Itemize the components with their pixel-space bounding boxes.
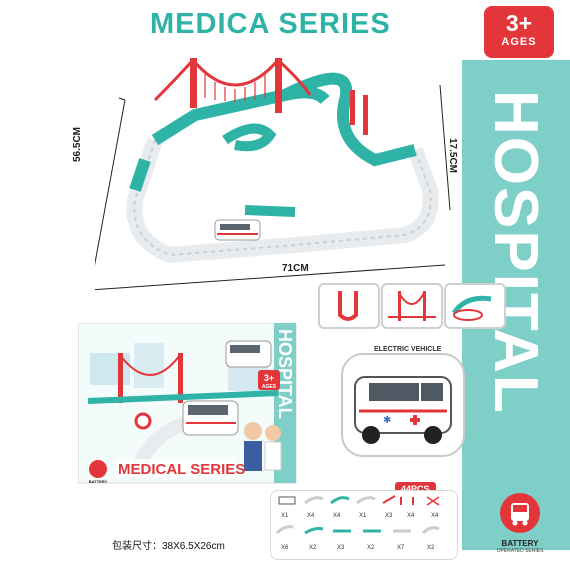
part-qty: X4 <box>407 513 415 519</box>
part-qty: X2 <box>367 545 375 551</box>
spiral-track-icon <box>451 295 492 321</box>
parts-icons <box>275 495 440 535</box>
box-battery-label: BATTERY <box>89 479 108 484</box>
part-qty: X7 <box>397 545 405 551</box>
part-qty: X6 <box>281 545 289 551</box>
side-banner-text-graphic: HOSPITAL <box>481 90 550 415</box>
part-qty: X1 <box>281 513 289 519</box>
thumbnail-bridge <box>381 283 443 329</box>
part-qty: X3 <box>385 513 393 519</box>
thumbnail-spiral-track <box>444 283 506 329</box>
box-series-title: MEDICAL SERIES <box>118 461 245 478</box>
bus-icon <box>500 493 540 533</box>
part-qty: X3 <box>337 545 345 551</box>
product-title: MEDICA SERIES <box>150 8 391 40</box>
part-qty: X4 <box>333 513 341 519</box>
track-layout-illustration <box>95 58 451 291</box>
part-qty: X4 <box>431 513 439 519</box>
ramp-icon <box>338 291 358 321</box>
dimension-depth: 56.5CM <box>72 126 83 162</box>
battery-operated-badge: BATTERY OPERATED SERIES <box>491 493 549 563</box>
age-value: 3+ <box>505 10 533 36</box>
age-label: AGES <box>501 36 537 48</box>
electric-vehicle-panel: ✱ <box>341 353 465 457</box>
part-qty: X2 <box>427 545 435 551</box>
electric-vehicle-label: ELECTRIC VEHICLE <box>371 346 445 353</box>
ambulance-image: ✱ <box>354 376 452 444</box>
age-badge: 3+ AGES <box>484 6 554 58</box>
box-age-value: 3+ <box>264 373 274 383</box>
thumbnail-ramp <box>318 283 380 329</box>
dimension-width: 71CM <box>282 263 309 274</box>
dimension-height: 17.5CM <box>447 138 458 174</box>
parts-breakdown: X1 X4 X4 X1 X3 X4 X4 X6 X2 X3 X2 X7 X2 <box>270 490 458 560</box>
product-box-image: HOSPITAL 3+ AGES MEDICAL SERIES BATTERY <box>78 323 297 484</box>
battery-label: BATTERY <box>501 539 539 548</box>
part-qty: X4 <box>307 513 315 519</box>
bridge-icon <box>388 291 436 321</box>
part-qty: X1 <box>359 513 367 519</box>
svg-text:✱: ✱ <box>383 415 391 426</box>
package-size-text: 包装尺寸：38X6.5X26cm <box>112 541 225 552</box>
box-side-text: HOSPITAL <box>275 329 295 419</box>
part-qty: X2 <box>309 545 317 551</box>
box-age-label: AGES <box>262 384 277 390</box>
side-banner-text: HOSPITAL <box>481 90 550 415</box>
battery-sublabel: OPERATED SERIES <box>496 548 544 554</box>
